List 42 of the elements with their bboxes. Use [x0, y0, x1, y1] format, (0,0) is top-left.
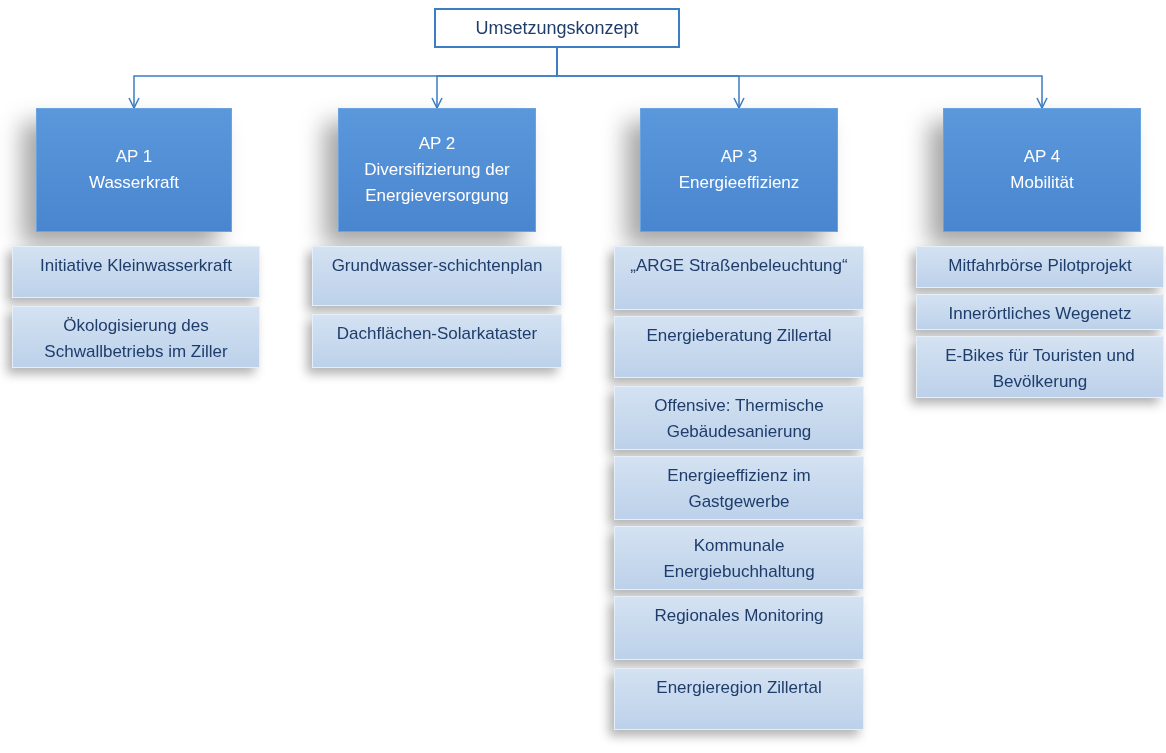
box-label: Mitfahrbörse Pilotprojekt	[948, 255, 1132, 277]
measure-box	[614, 526, 864, 590]
measure-box	[916, 336, 1164, 398]
measure-box	[614, 316, 864, 378]
measure-box	[312, 314, 562, 368]
measure-box	[12, 246, 260, 298]
box-label: Ökologisierung des Schwallbetriebs im Ziller	[43, 315, 229, 363]
measure-box	[614, 246, 864, 310]
box-label: Energieregion Zillertal	[656, 677, 822, 699]
box-label: Initiative Kleinwasserkraft	[40, 255, 232, 277]
box-label: Mobilität	[1010, 172, 1074, 194]
work-package-box	[943, 108, 1141, 232]
box-label: E-Bikes für Touristen und Bevölkerung	[944, 345, 1136, 393]
package-number: AP 3	[720, 146, 758, 168]
box-label: Energieeffizienz	[678, 172, 800, 194]
measure-box	[312, 246, 562, 306]
package-number: AP 2	[418, 133, 456, 155]
work-package-box	[338, 108, 536, 232]
title-box	[434, 8, 680, 48]
box-label: Regionales Monitoring	[654, 605, 824, 627]
box-label: Innerörtliches Wegenetz	[948, 303, 1132, 325]
box-label: Kommunale Energiebuchhaltung	[662, 535, 816, 583]
work-package-box	[640, 108, 838, 232]
box-label: Wasserkraft	[88, 172, 179, 194]
box-label: Umsetzungskonzept	[475, 17, 639, 40]
measure-box	[614, 386, 864, 450]
work-package-box	[36, 108, 232, 232]
box-label: Grundwasser-schichtenplan	[331, 255, 543, 277]
package-number: AP 1	[115, 146, 153, 168]
box-label: Energieberatung Zillertal	[646, 325, 832, 347]
box-label: „ARGE Straßenbeleuchtung“	[630, 255, 848, 277]
box-label: Dachflächen-Solarkataster	[336, 323, 538, 345]
measure-box	[614, 456, 864, 520]
box-label: Diversifizierung der Energieversorgung	[363, 159, 511, 207]
box-label: Energieeffizienz im Gastgewerbe	[666, 465, 812, 513]
package-number: AP 4	[1023, 146, 1061, 168]
box-label: Offensive: Thermische Gebäudesanierung	[653, 395, 825, 443]
measure-box	[916, 294, 1164, 330]
measure-box	[614, 668, 864, 730]
measure-box	[12, 306, 260, 368]
measure-box	[916, 246, 1164, 288]
measure-box	[614, 596, 864, 660]
